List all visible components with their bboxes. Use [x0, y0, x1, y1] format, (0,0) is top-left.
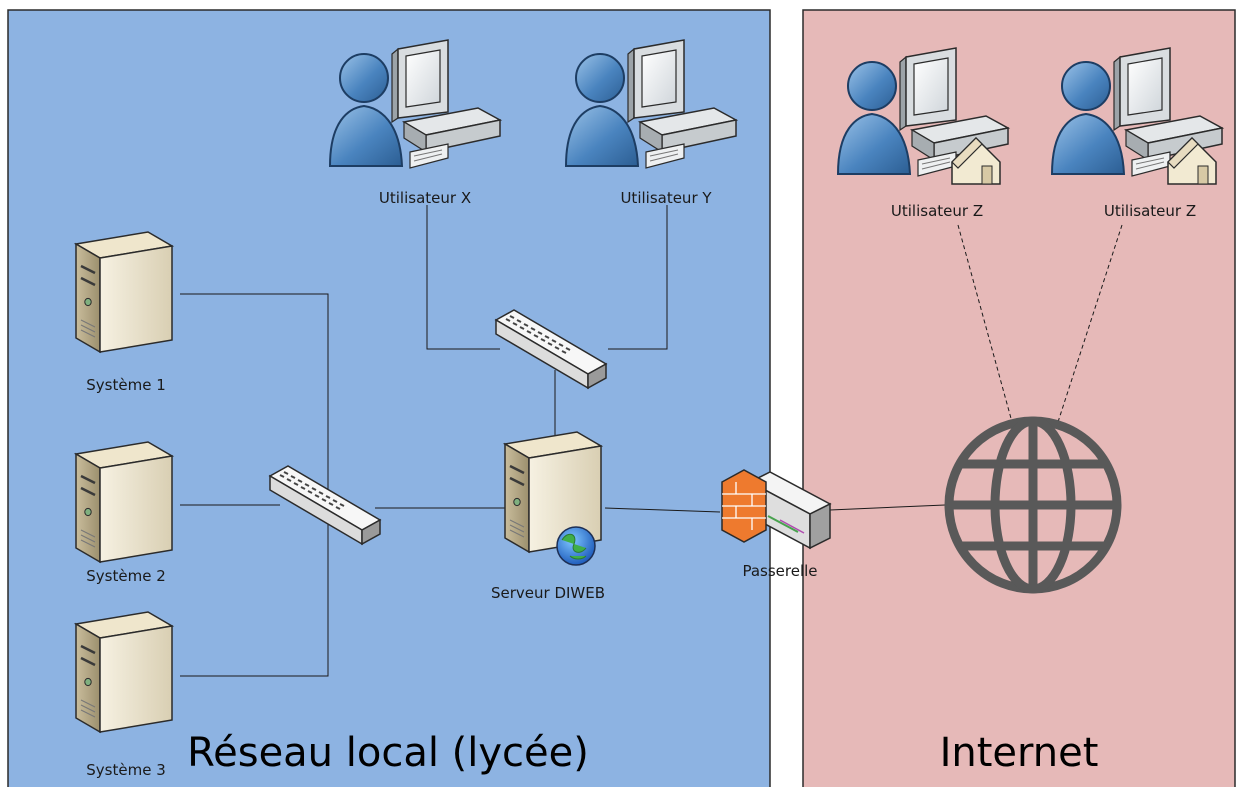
firewall-gateway-icon — [721, 469, 832, 550]
vpn-links — [957, 224, 1123, 423]
system-3-label: Système 3 — [86, 761, 166, 779]
user-z-label: Utilisateur Z — [890, 202, 984, 220]
internet-title: Internet — [939, 730, 1099, 776]
user-x-label: Utilisateur X — [378, 189, 472, 207]
server-label: Serveur DIWEB — [490, 584, 606, 602]
user-z-label: Utilisateur Z — [1103, 202, 1197, 220]
connection-lines — [180, 205, 946, 677]
server-tower-icon — [74, 440, 174, 564]
server-tower-icon — [74, 610, 174, 734]
system-1-label: Système 1 — [86, 376, 166, 394]
user-y-label: Utilisateur Y — [620, 189, 712, 207]
globe-badge-icon — [556, 526, 596, 566]
internet-globe-icon — [944, 416, 1122, 594]
server-tower-icon — [74, 230, 174, 354]
local-network-title: Réseau local (lycée) — [187, 730, 589, 776]
system-2-label: Système 2 — [86, 567, 166, 585]
gateway-label: Passerelle — [742, 562, 818, 580]
